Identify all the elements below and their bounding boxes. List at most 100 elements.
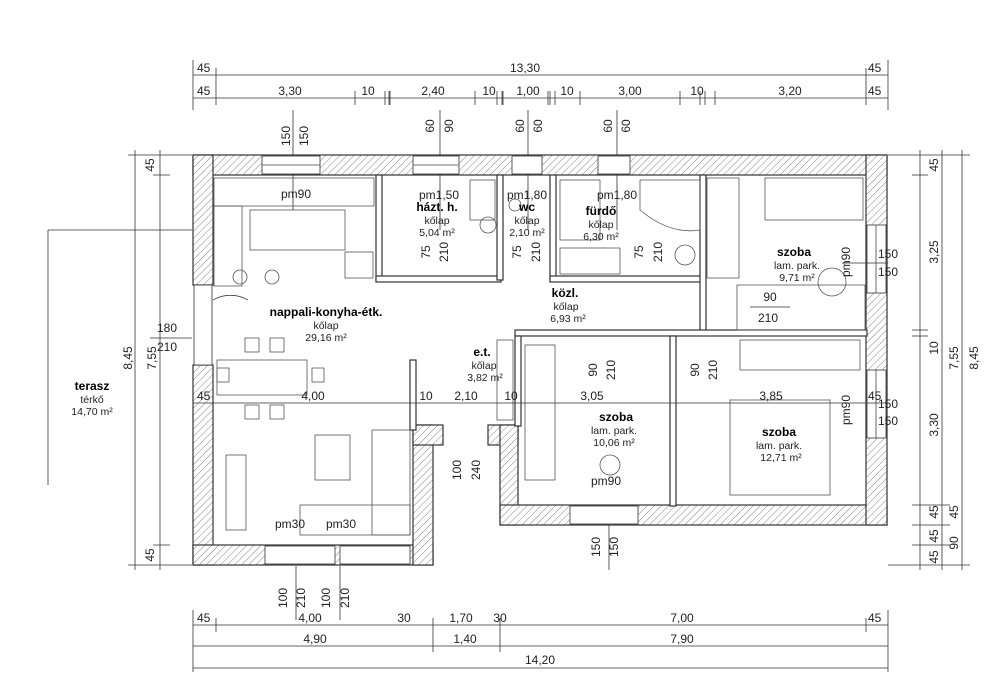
dim-bottom-item: 7,00 <box>670 611 694 625</box>
terrace-name: terasz <box>75 379 110 393</box>
opening-label: 150 <box>279 126 293 146</box>
dim-right-item: 45 <box>927 529 941 543</box>
room-living-floor: kőlap <box>313 320 338 332</box>
door-label: 180 <box>157 321 177 335</box>
room-wc-area: 2,10 m² <box>509 227 545 239</box>
dim-bottom-item: 1,70 <box>449 611 473 625</box>
door-label: 90 <box>763 290 777 304</box>
door-label: 75 <box>632 245 646 259</box>
room-living-name: nappali-konyha-étk. <box>270 305 383 319</box>
door-label: 75 <box>510 245 524 259</box>
door-label: 90 <box>688 363 702 377</box>
room-1-area: 9,71 m² <box>779 272 815 284</box>
dim-bottom-total: 14,20 <box>525 653 555 667</box>
dim-bottom-item: 4,90 <box>303 632 327 646</box>
room-bath-area: 6,30 m² <box>583 231 619 243</box>
opening-label: 60 <box>531 119 545 133</box>
opening-label: 60 <box>601 119 615 133</box>
dim-left-item: 8,45 <box>121 346 135 370</box>
dim-left-item: 45 <box>143 548 157 562</box>
dim-bottom-item: 45 <box>197 611 211 625</box>
pm-label: pm90 <box>839 247 853 277</box>
dim-right-item: 45 <box>927 505 941 519</box>
dim-bottom-item: 45 <box>868 611 882 625</box>
room-3-name: szoba <box>762 425 796 439</box>
door-label: 210 <box>529 242 543 262</box>
room-entry-floor: kőlap <box>471 360 496 372</box>
room-entry-area: 3,82 m² <box>467 372 503 384</box>
door-label: 210 <box>706 360 720 380</box>
room-wc-floor: kőlap <box>514 215 539 227</box>
dim-right-item: 8,45 <box>967 346 981 370</box>
dim-left-item: 7,55 <box>145 346 159 370</box>
inner-dim-item: 45 <box>868 389 882 403</box>
dim-bottom-item: 4,00 <box>298 611 322 625</box>
terrace-floor: térkő <box>80 394 104 406</box>
pm-label: pm90 <box>839 395 853 425</box>
dim-top-row-item: 2,40 <box>421 84 445 98</box>
room-hall-name: közl. <box>552 286 579 300</box>
inner-dim-item: 3,05 <box>580 389 604 403</box>
dim-top-row-item: 45 <box>868 84 882 98</box>
door-label: 240 <box>469 460 483 480</box>
left-dimension-lines: 45 8,45 45 7,55 <box>121 150 192 570</box>
room-labels: nappali-konyha-étk. kőlap 29,16 m² házt.… <box>71 200 820 464</box>
window-label: 210 <box>338 588 352 608</box>
dim-top-total: 13,30 <box>510 61 540 75</box>
inner-dim-item: 2,10 <box>454 389 478 403</box>
inner-dimension-line: 45 4,00 10 2,10 10 3,05 3,85 45 <box>193 389 887 404</box>
opening-label: 60 <box>619 119 633 133</box>
room-hall-area: 6,93 m² <box>550 313 586 325</box>
room-hall-floor: kőlap <box>553 301 578 313</box>
dim-right-item: 90 <box>947 536 961 550</box>
right-dimension-lines: 45 3,25 10 3,30 45 45 45 7,55 45 90 8,45 <box>888 150 981 570</box>
room-2-name: szoba <box>599 410 633 424</box>
dim-right-item: 3,25 <box>927 240 941 264</box>
dim-top-row-item: 3,00 <box>618 84 642 98</box>
furniture <box>213 177 866 536</box>
door-labels: 180 210 75 210 75 210 75 210 90 210 90 2… <box>150 242 898 620</box>
terrace-outline <box>47 229 192 485</box>
bottom-dimension-lines: 45 4,00 30 1,70 30 7,00 45 4,90 1,40 7,9… <box>192 610 889 672</box>
pm-label: pm30 <box>326 517 356 531</box>
inner-dim-item: 4,00 <box>301 389 325 403</box>
pm-label: pm1,50 <box>419 188 459 202</box>
door-label: 90 <box>586 363 600 377</box>
dim-bottom-item: 30 <box>493 611 507 625</box>
inner-dim-item: 10 <box>504 389 518 403</box>
room-wc-name: wc <box>518 200 535 214</box>
dim-top-row-item: 10 <box>690 84 704 98</box>
opening-label: 150 <box>297 126 311 146</box>
window-label: 150 <box>878 265 898 279</box>
dim-right-item: 7,55 <box>947 346 961 370</box>
dim-right-item: 45 <box>947 505 961 519</box>
top-dimension-lines: 45 13,30 45 45 3,30 10 2,40 10 1,00 10 3… <box>192 60 889 110</box>
windows <box>193 155 887 565</box>
room-bath-floor: kőlap <box>588 219 613 231</box>
door-label: 100 <box>450 460 464 480</box>
window-label: 150 <box>607 537 621 557</box>
window-label: 100 <box>319 588 333 608</box>
dim-top-row-item: 45 <box>197 84 211 98</box>
dim-bottom-item: 30 <box>397 611 411 625</box>
room-3-area: 12,71 m² <box>760 452 802 464</box>
window-label: 150 <box>878 247 898 261</box>
opening-label: 60 <box>423 119 437 133</box>
room-entry-name: e.t. <box>473 345 490 359</box>
parapet-labels: pm90 pm1,50 pm1,80 pm1,80 pm90 pm90 pm90… <box>275 187 853 531</box>
window-label: 210 <box>294 588 308 608</box>
door-label: 210 <box>651 242 665 262</box>
door-label: 210 <box>437 242 451 262</box>
dim-right-item: 10 <box>927 341 941 355</box>
room-pantry-floor: kőlap <box>424 215 449 227</box>
room-3-floor: lam. park. <box>756 440 802 452</box>
door-label: 210 <box>604 360 618 380</box>
dim-top-row-item: 3,30 <box>278 84 302 98</box>
room-2-floor: lam. park. <box>591 425 637 437</box>
window-label: 150 <box>878 397 898 411</box>
room-pantry-area: 5,04 m² <box>419 227 455 239</box>
inner-dim-item: 10 <box>419 389 433 403</box>
dim-top-row-item: 10 <box>482 84 496 98</box>
window-label: 150 <box>878 414 898 428</box>
